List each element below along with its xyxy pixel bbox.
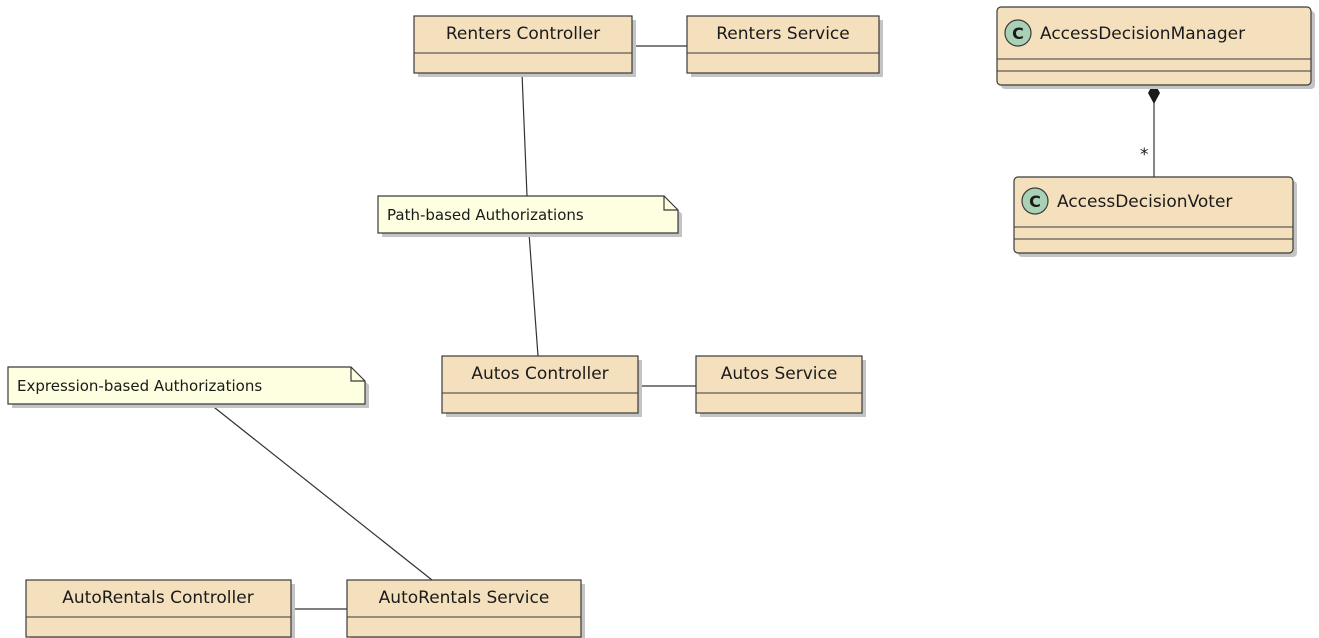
- renters-controller-label: Renters Controller: [446, 24, 600, 44]
- class-stereotype-icon: [1021, 187, 1049, 215]
- renters-service-label: Renters Service: [716, 24, 850, 44]
- renters-controller-to-note-line: [521, 72, 528, 197]
- renters-service-component[interactable]: Renters Service: [686, 15, 883, 77]
- expression-based-note: Expression-based Authorizations: [7, 366, 369, 408]
- autos-controller-component[interactable]: Autos Controller: [441, 355, 642, 417]
- manager-class-name: AccessDecisionManager: [1040, 24, 1245, 44]
- expression-based-note-label: Expression-based Authorizations: [17, 377, 262, 395]
- access-decision-manager-class[interactable]: C AccessDecisionManager: [996, 6, 1315, 89]
- path-based-note-label: Path-based Authorizations: [387, 206, 584, 224]
- autorentals-service-label: AutoRentals Service: [379, 588, 550, 608]
- connectors: [209, 45, 1155, 610]
- autorentals-controller-component[interactable]: AutoRentals Controller: [25, 579, 295, 638]
- expression-note-to-autorentals-service-line: [209, 403, 433, 581]
- renters-controller-component[interactable]: Renters Controller: [413, 15, 636, 77]
- autorentals-service-component[interactable]: AutoRentals Service: [346, 579, 585, 638]
- autos-service-component[interactable]: Autos Service: [695, 355, 866, 417]
- voter-stereotype-letter: C: [1029, 192, 1041, 211]
- autos-service-label: Autos Service: [721, 364, 838, 384]
- access-decision-voter-class[interactable]: C AccessDecisionVoter: [1013, 176, 1297, 257]
- autos-controller-label: Autos Controller: [471, 364, 608, 384]
- autorentals-controller-label: AutoRentals Controller: [62, 588, 253, 608]
- note-to-autos-controller-line: [528, 232, 539, 357]
- manager-stereotype-letter: C: [1012, 24, 1024, 43]
- multiplicity-label: *: [1140, 145, 1149, 165]
- path-based-note: Path-based Authorizations: [377, 195, 682, 237]
- voter-class-name: AccessDecisionVoter: [1057, 192, 1232, 212]
- class-stereotype-icon: [1004, 19, 1032, 47]
